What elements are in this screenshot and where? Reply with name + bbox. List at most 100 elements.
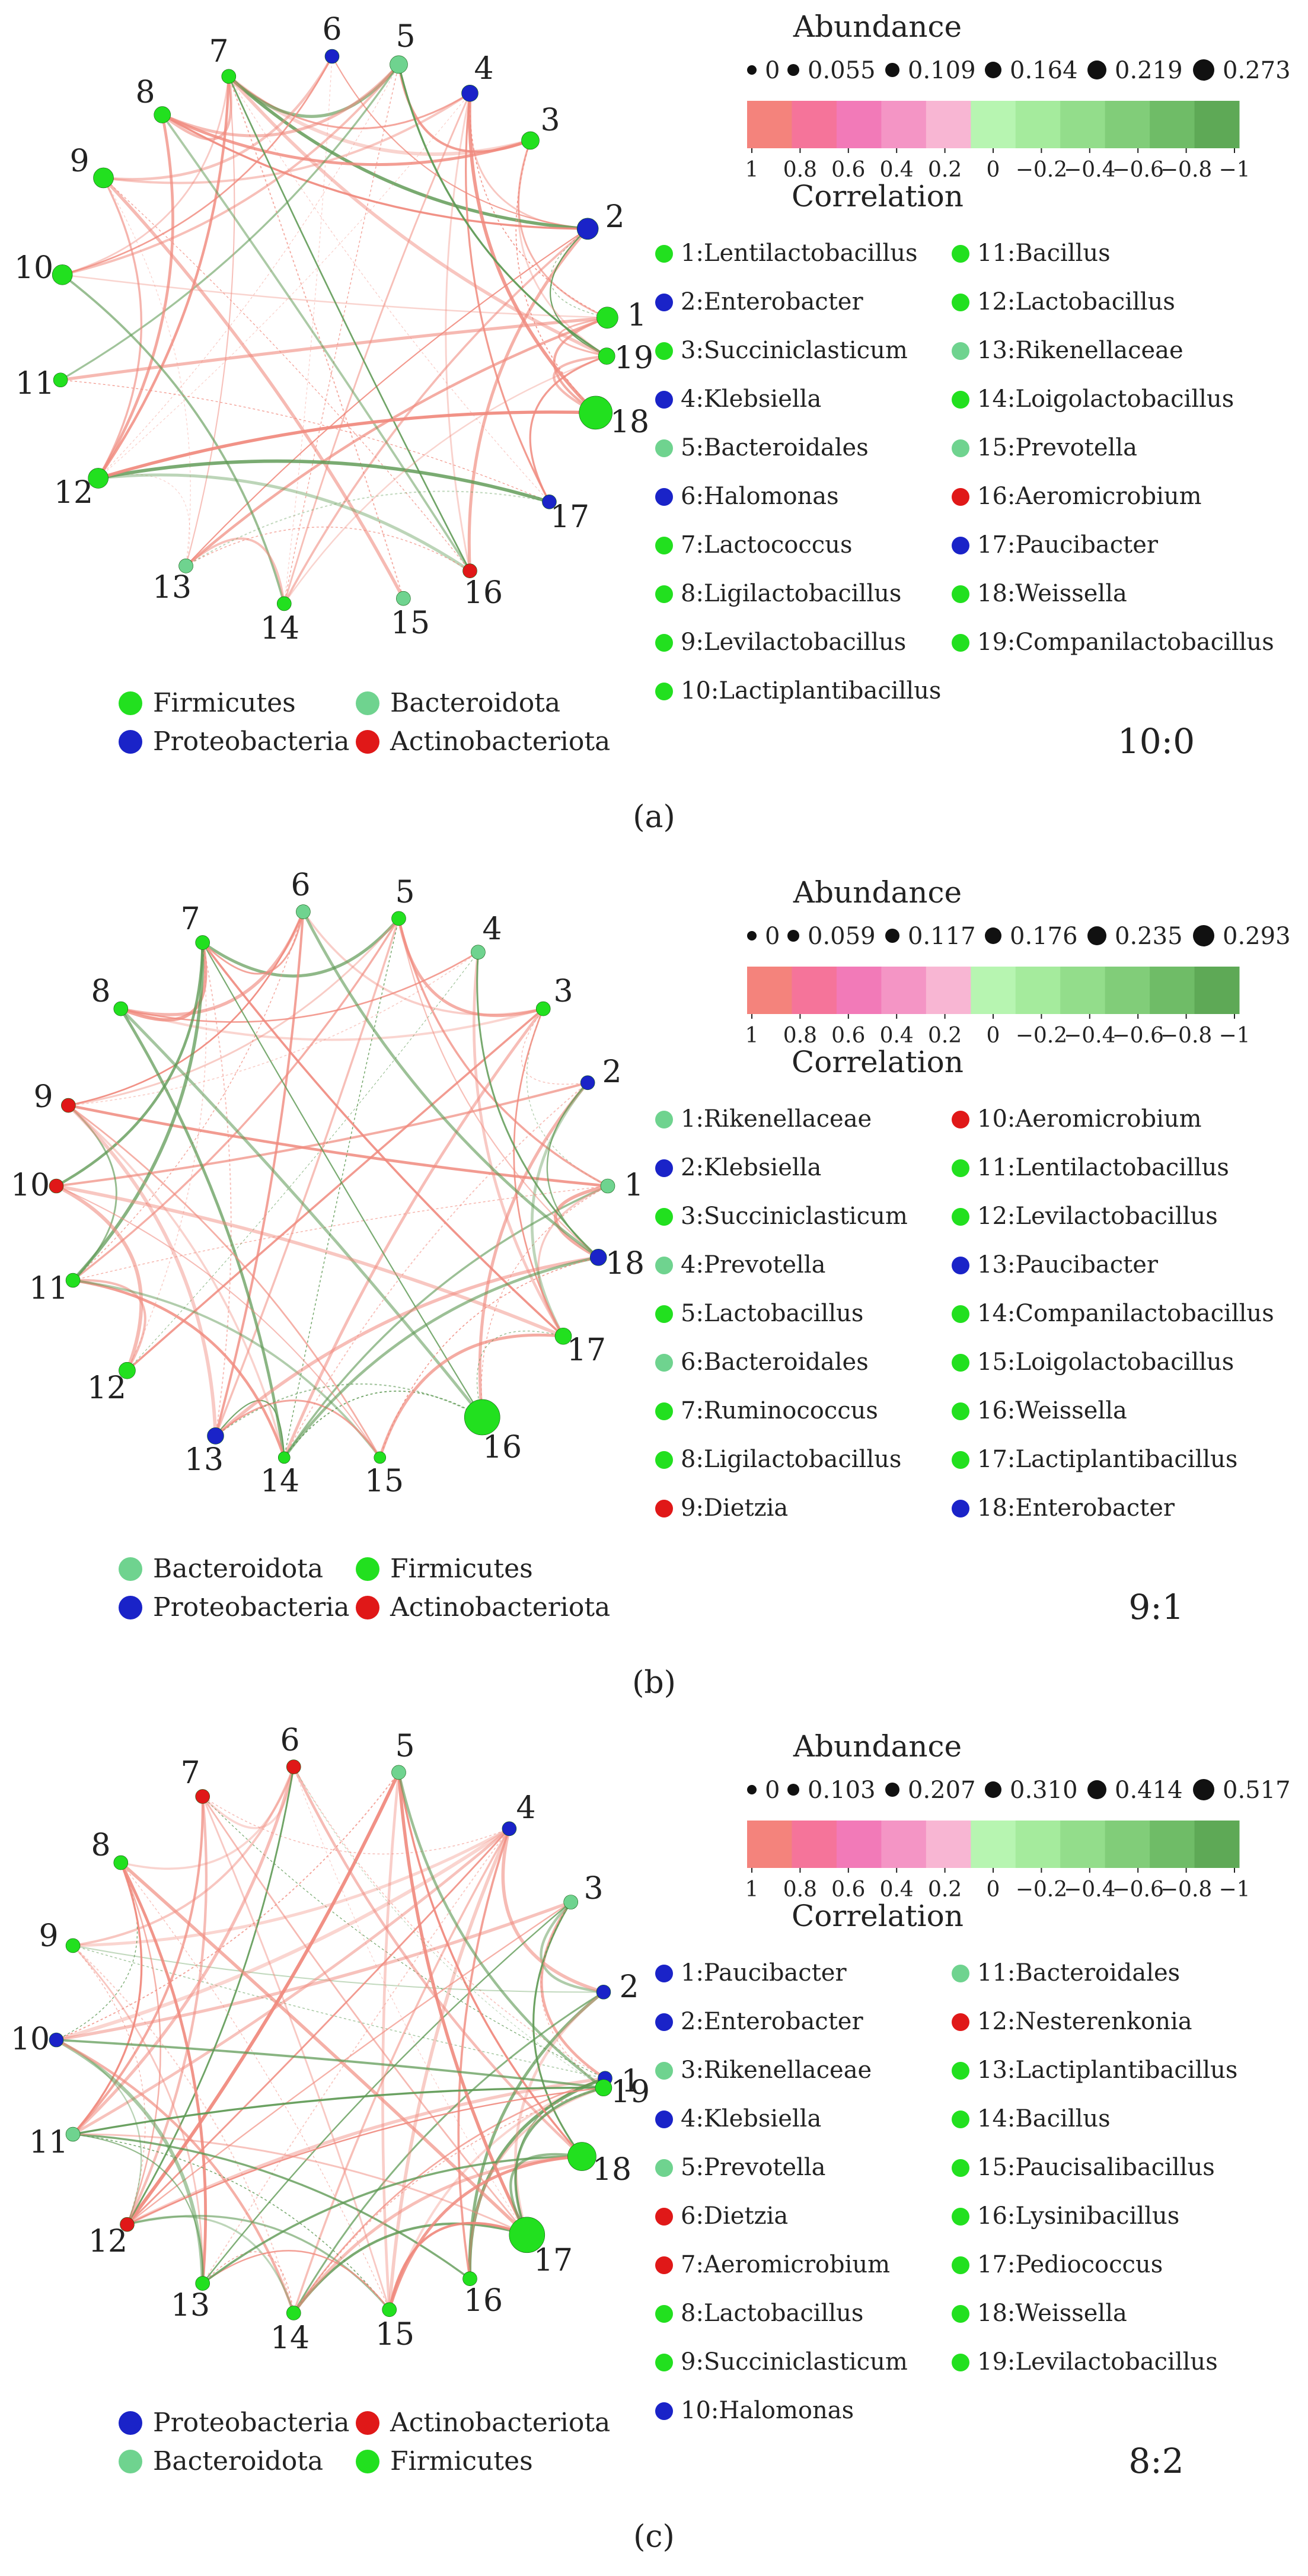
taxon-node[interactable]	[286, 2306, 301, 2320]
abundance-dot	[1087, 60, 1106, 79]
taxa-legend-dot	[655, 1451, 673, 1469]
taxon-node[interactable]	[382, 2302, 397, 2317]
taxon-node[interactable]	[88, 468, 109, 489]
taxon-node[interactable]	[595, 2079, 612, 2097]
taxon-node[interactable]	[596, 1984, 611, 2000]
taxon-node[interactable]	[178, 559, 193, 573]
correlation-edge	[72, 1945, 146, 2225]
taxon-node[interactable]	[390, 55, 408, 74]
correlation-edge	[529, 355, 607, 503]
colorbar-tick-label: 0	[987, 1877, 1000, 1902]
phylum-legend-label: Firmicutes	[153, 688, 296, 718]
colorbar-segment	[1060, 967, 1106, 1014]
taxon-node[interactable]	[49, 2032, 64, 2048]
taxon-node[interactable]	[113, 1001, 129, 1016]
node-label: 13	[171, 2288, 210, 2323]
taxon-node[interactable]	[521, 131, 540, 150]
correlation-edge	[388, 2221, 528, 2310]
correlation-edge	[120, 1008, 484, 1418]
correlation-edge	[120, 942, 208, 1022]
correlation-edge	[72, 1766, 295, 2135]
abundance-dot	[747, 1785, 757, 1794]
abundance-value: 0	[765, 57, 780, 84]
taxon-node[interactable]	[374, 1451, 387, 1464]
taxon-node[interactable]	[195, 935, 210, 950]
correlation-edge	[119, 1862, 208, 2284]
correlation-edge	[72, 1185, 608, 1281]
colorbar-tick-label: 0	[987, 158, 1000, 182]
taxon-node[interactable]	[53, 372, 68, 388]
node-label: 18	[610, 404, 649, 440]
correlation-edge	[98, 473, 471, 572]
correlation-edge	[202, 942, 232, 1436]
taxon-node[interactable]	[286, 1759, 301, 1774]
correlation-edge	[293, 1767, 528, 2236]
taxon-node[interactable]	[391, 911, 406, 926]
taxon-node[interactable]	[93, 167, 114, 189]
taxa-legend-dot	[952, 1257, 969, 1274]
correlation-edge	[554, 1184, 608, 1259]
taxon-node[interactable]	[61, 1098, 76, 1113]
correlation-edge	[518, 140, 608, 318]
correlation-edge	[215, 1399, 285, 1458]
taxon-node[interactable]	[113, 1855, 129, 1870]
taxon-node[interactable]	[221, 69, 237, 84]
taxon-node[interactable]	[471, 945, 486, 959]
correlation-edge	[397, 1772, 605, 2089]
taxon-node[interactable]	[396, 591, 411, 606]
taxa-legend-label: 18:Weissella	[977, 2300, 1127, 2327]
taxon-node[interactable]	[580, 1075, 595, 1091]
taxon-node[interactable]	[567, 2142, 596, 2171]
taxon-node[interactable]	[464, 1399, 500, 1436]
node-label: 6	[280, 1723, 299, 1758]
taxon-node[interactable]	[509, 2217, 545, 2253]
taxa-legend-label: 9:Levilactobacillus	[681, 629, 906, 656]
taxon-node[interactable]	[502, 1821, 517, 1837]
taxon-node[interactable]	[324, 49, 340, 64]
taxon-node[interactable]	[579, 396, 612, 430]
phylum-legend-label: Bacteroidota	[153, 1554, 323, 1584]
taxon-node[interactable]	[119, 1362, 136, 1379]
taxon-node[interactable]	[589, 1249, 607, 1266]
taxon-node[interactable]	[391, 1765, 406, 1780]
taxon-node[interactable]	[65, 1273, 81, 1288]
taxon-node[interactable]	[52, 264, 73, 285]
taxon-node[interactable]	[600, 1178, 615, 1194]
node-label: 2	[605, 199, 624, 235]
taxon-node[interactable]	[65, 1938, 81, 1953]
taxon-node[interactable]	[462, 2271, 477, 2287]
taxon-node[interactable]	[596, 307, 618, 329]
taxon-node[interactable]	[207, 1427, 224, 1445]
correlation-edge	[397, 918, 608, 1187]
taxon-node[interactable]	[563, 1895, 579, 1909]
correlation-edge	[292, 1766, 583, 2158]
taxon-node[interactable]	[154, 106, 171, 123]
correlation-edge	[120, 911, 305, 1016]
taxon-node[interactable]	[277, 1451, 291, 1464]
taxon-node[interactable]	[576, 218, 599, 240]
taxon-node[interactable]	[535, 1001, 551, 1016]
taxa-legend-dot	[655, 1965, 673, 1982]
taxon-node[interactable]	[120, 2217, 135, 2232]
taxon-node[interactable]	[598, 347, 615, 365]
taxon-node[interactable]	[461, 84, 478, 102]
phylum-legend-dot	[356, 691, 379, 715]
correlation-edge	[72, 942, 205, 1281]
taxon-node[interactable]	[462, 563, 477, 579]
abundance-value: 0.273	[1223, 57, 1291, 84]
taxa-legend-label: 4:Prevotella	[681, 1251, 826, 1279]
taxa-legend-dot	[952, 2354, 969, 2371]
node-label: 7	[180, 901, 200, 937]
taxon-node[interactable]	[195, 2276, 210, 2291]
taxon-node[interactable]	[195, 1789, 210, 1804]
taxon-node[interactable]	[296, 904, 311, 919]
taxon-node[interactable]	[542, 494, 557, 509]
taxon-node[interactable]	[65, 2127, 81, 2142]
correlation-edge	[283, 93, 471, 604]
taxon-node[interactable]	[49, 1178, 64, 1194]
taxon-node[interactable]	[276, 596, 292, 611]
taxon-node[interactable]	[554, 1327, 572, 1345]
correlation-edge	[397, 1772, 583, 2157]
